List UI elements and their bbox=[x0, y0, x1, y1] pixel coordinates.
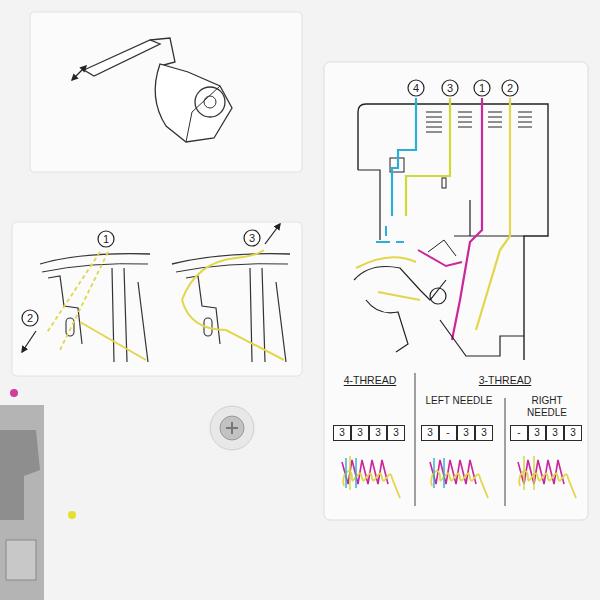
callout-circle-outline bbox=[502, 80, 518, 96]
callout-number: 1 bbox=[97, 230, 115, 248]
table-cell: 3 bbox=[333, 425, 351, 441]
callout-number: 4 bbox=[407, 79, 425, 97]
section-heading: 4-THREAD bbox=[330, 374, 410, 386]
callout-number: 2 bbox=[501, 79, 519, 97]
column-heading: LEFT NEEDLE bbox=[424, 395, 494, 407]
cell-text: 3 bbox=[481, 428, 487, 438]
machine-body bbox=[0, 389, 254, 600]
callout-circle-outline bbox=[98, 231, 114, 247]
table-cell: 3 bbox=[369, 425, 387, 441]
table-cell: 3 bbox=[546, 425, 564, 441]
callout-text: 3 bbox=[447, 83, 453, 94]
cell-text: - bbox=[517, 428, 520, 438]
callout-text: 3 bbox=[249, 233, 255, 244]
column-heading: RIGHT NEEDLE bbox=[512, 395, 582, 419]
cell-text: 3 bbox=[463, 428, 469, 438]
callout-number: 2 bbox=[21, 309, 39, 327]
callout-text: 4 bbox=[413, 83, 419, 94]
threading-chart bbox=[324, 62, 588, 520]
callout-circle-outline bbox=[442, 80, 458, 96]
table-cell: 3 bbox=[387, 425, 405, 441]
table-cell: 3 bbox=[475, 425, 493, 441]
table-cell: 3 bbox=[528, 425, 546, 441]
cell-text: - bbox=[446, 428, 449, 438]
looper-panel bbox=[12, 222, 302, 376]
callout-text: 1 bbox=[103, 234, 109, 245]
callout-number: 1 bbox=[473, 79, 491, 97]
table-cell: 3 bbox=[421, 425, 439, 441]
table-cell: - bbox=[439, 425, 457, 441]
table-cell: 3 bbox=[564, 425, 582, 441]
cell-text: 3 bbox=[427, 428, 433, 438]
callout-text: 1 bbox=[479, 83, 485, 94]
callout-number: 3 bbox=[243, 229, 261, 247]
table-cell: - bbox=[510, 425, 528, 441]
cell-text: 3 bbox=[375, 428, 381, 438]
callout-circle-outline bbox=[474, 80, 490, 96]
cell-text: 3 bbox=[393, 428, 399, 438]
table-cell: 3 bbox=[457, 425, 475, 441]
cell-text: 3 bbox=[552, 428, 558, 438]
callout-text: 2 bbox=[27, 313, 33, 324]
callout-circle-outline bbox=[244, 230, 260, 246]
threader-panel bbox=[30, 12, 302, 172]
section-heading: 3-THREAD bbox=[465, 374, 545, 386]
cell-text: 3 bbox=[357, 428, 363, 438]
callout-number: 3 bbox=[441, 79, 459, 97]
cell-text: 3 bbox=[534, 428, 540, 438]
table-cell: 3 bbox=[351, 425, 369, 441]
callout-circle-outline bbox=[408, 80, 424, 96]
callout-text: 2 bbox=[507, 83, 513, 94]
cell-text: 3 bbox=[339, 428, 345, 438]
cell-text: 3 bbox=[570, 428, 576, 438]
callout-circle-outline bbox=[22, 310, 38, 326]
